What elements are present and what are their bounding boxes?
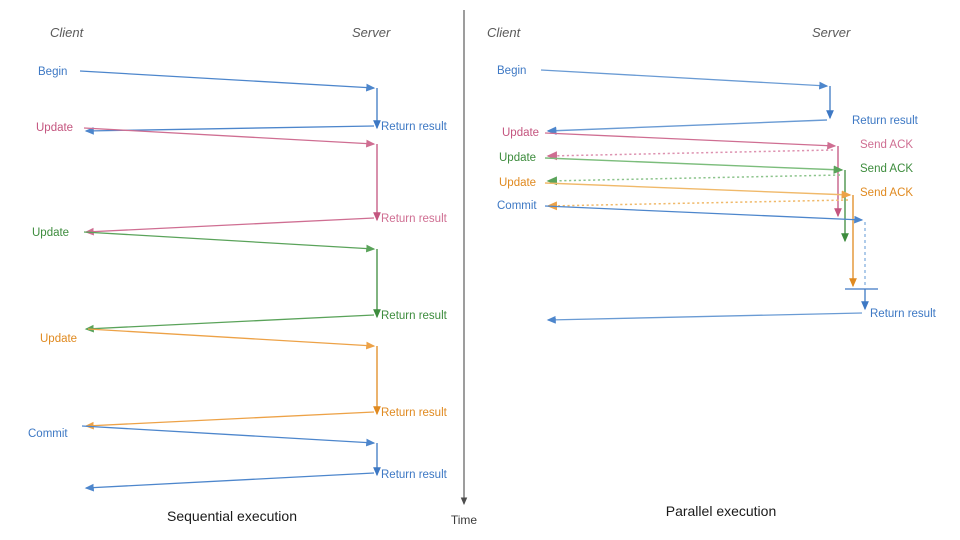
parallel-message-commit: Commit Return result: [497, 200, 937, 324]
parallel-label-update-1: Update: [502, 127, 539, 139]
sequential-response-arrow-update-2: [84, 314, 375, 333]
time-axis: Time: [451, 10, 478, 527]
parallel-ack-arrow-update-1: [546, 149, 834, 161]
sequential-message-update-2: Update Return result: [32, 227, 448, 333]
sequential-client-actor-label: Client: [50, 25, 85, 40]
parallel-message-update-1: Update Send ACK: [502, 127, 913, 218]
panel-sequential: Client Server Begin Return result Update…: [28, 25, 448, 524]
sequential-request-arrow-update-2: [83, 231, 376, 253]
parallel-client-actor-label: Client: [487, 25, 522, 40]
parallel-ack-label-update-2: Send ACK: [860, 163, 913, 175]
sequential-request-arrow-begin: [79, 70, 376, 92]
parallel-request-arrow-commit: [544, 205, 864, 224]
parallel-message-update-3: Update Send ACK: [499, 177, 913, 288]
sequential-label-update-1: Update: [36, 122, 73, 134]
sequential-request-arrow-update-1: [83, 127, 376, 148]
parallel-label-update-3: Update: [499, 177, 536, 189]
sequential-return-label-update-2: Return result: [381, 310, 448, 322]
sequential-message-begin: Begin Return result: [38, 66, 448, 135]
sequential-return-label-commit: Return result: [381, 469, 448, 481]
time-axis-label: Time: [451, 513, 478, 527]
sequential-response-arrow-commit: [84, 472, 375, 492]
parallel-request-arrow-update-1: [544, 132, 837, 150]
sequential-return-label-update-1: Return result: [381, 213, 448, 225]
sequential-return-label-update-3: Return result: [381, 407, 448, 419]
sequential-message-commit: Commit Return result: [28, 425, 448, 492]
parallel-request-arrow-begin: [540, 69, 829, 90]
sequential-message-update-1: Update Return result: [36, 122, 448, 236]
parallel-panel-caption: Parallel execution: [666, 503, 777, 519]
sequential-response-arrow-update-3: [84, 411, 375, 430]
sequential-message-update-3: Update Return result: [40, 328, 448, 430]
sequential-label-update-2: Update: [32, 227, 69, 239]
parallel-server-actor-label: Server: [812, 25, 851, 40]
parallel-ack-arrow-update-2: [546, 174, 841, 186]
sequential-response-arrow-update-1: [84, 217, 375, 236]
sequential-server-actor-label: Server: [352, 25, 391, 40]
sequential-return-label-begin: Return result: [381, 121, 448, 133]
parallel-message-update-2: Update Send ACK: [499, 152, 913, 243]
parallel-ack-label-update-1: Send ACK: [860, 139, 913, 151]
sequential-label-update-3: Update: [40, 333, 77, 345]
sequential-panel-caption: Sequential execution: [167, 508, 297, 524]
parallel-response-arrow-begin: [546, 119, 828, 135]
parallel-label-update-2: Update: [499, 152, 536, 164]
sequential-request-arrow-update-3: [87, 328, 376, 350]
parallel-message-begin: Begin Return result: [497, 65, 919, 135]
parallel-request-arrow-update-3: [544, 182, 852, 199]
sequential-request-arrow-commit: [81, 425, 376, 447]
parallel-label-commit: Commit: [497, 200, 537, 212]
parallel-request-arrow-update-2: [544, 157, 844, 174]
parallel-ack-arrow-update-3: [546, 199, 849, 211]
panel-parallel: Client Server Begin Return result Update…: [487, 25, 937, 519]
parallel-ack-label-update-3: Send ACK: [860, 187, 913, 199]
sequential-label-begin: Begin: [38, 66, 67, 78]
parallel-response-arrow-commit: [546, 312, 863, 324]
sequential-label-commit: Commit: [28, 428, 68, 440]
parallel-return-label-begin: Return result: [852, 115, 919, 127]
parallel-return-label-commit: Return result: [870, 308, 937, 320]
parallel-label-begin: Begin: [497, 65, 526, 77]
